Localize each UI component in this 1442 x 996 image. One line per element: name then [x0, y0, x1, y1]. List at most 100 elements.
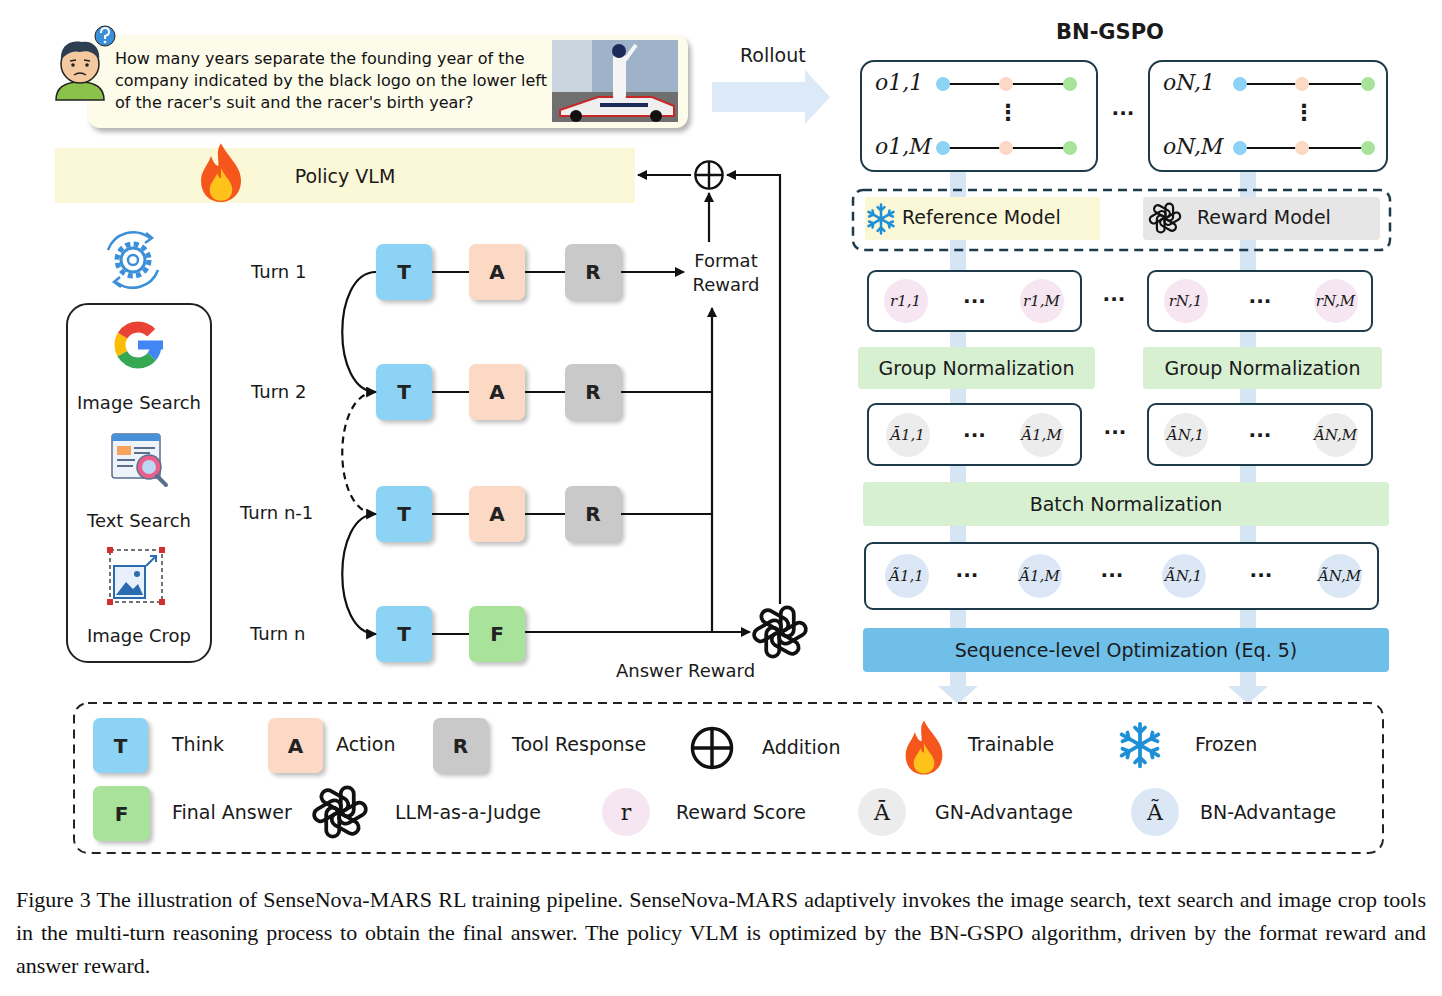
- legend-swatch: Ā: [858, 788, 906, 836]
- node-text: ···: [963, 289, 986, 313]
- advantage-circle: ÃN,1: [1162, 554, 1206, 598]
- optimization-band: Sequence-level Optimization (Eq. 5): [863, 628, 1389, 672]
- node-text: ÃN,M: [1318, 567, 1361, 585]
- node-text: T: [397, 260, 411, 284]
- step-box: A: [469, 486, 525, 542]
- user-avatar: [71, 63, 75, 67]
- label-text: BN-GSPO: [1010, 20, 1210, 44]
- text-search-icon: [112, 434, 160, 478]
- node-text: F: [490, 622, 504, 646]
- image-crop-icon: [107, 599, 113, 605]
- tool-loop-icon: [116, 270, 158, 288]
- legend-swatch: r: [602, 788, 650, 836]
- legend-swatch: A: [268, 718, 323, 773]
- node-text: How many years separate the founding yea…: [115, 48, 560, 114]
- image-crop-icon: [107, 547, 113, 553]
- node-text: Image Search: [68, 392, 210, 413]
- connector: [525, 391, 565, 393]
- legend-text: Action: [336, 733, 396, 755]
- text-search-icon: [112, 434, 166, 485]
- user-avatar: [61, 42, 99, 60]
- advantage-group: ···ĀN,1ĀN,M: [1147, 403, 1373, 466]
- legend-outline: [74, 703, 1383, 853]
- legend-text: Final Answer: [172, 801, 292, 823]
- connector: [525, 513, 565, 515]
- model-band: Policy VLM: [55, 148, 635, 203]
- score-circle: rN,1: [1164, 279, 1208, 323]
- trajectory-chain: [936, 141, 950, 155]
- trajectory-chain: [1233, 141, 1247, 155]
- rollout-arrow: [712, 70, 830, 124]
- trajectory-chain: [999, 141, 1013, 155]
- trajectory-chain: [1063, 77, 1077, 91]
- trajectory-chain: [943, 84, 1368, 148]
- label-text: ···: [1094, 287, 1134, 311]
- image-crop-icon: [114, 566, 145, 598]
- legend-text: BN-Advantage: [1200, 801, 1336, 823]
- advantage-circle: Ã1,1: [885, 554, 929, 598]
- legend-text: LLM-as-a-Judge: [395, 801, 541, 823]
- tool-loop-icon: [108, 232, 150, 250]
- trajectory-chain: [936, 77, 950, 91]
- node-text: Image Crop: [68, 625, 210, 646]
- step-box: T: [376, 606, 432, 662]
- image-crop-icon: [159, 547, 165, 553]
- label-text: ···: [1103, 101, 1143, 125]
- model-box: Reference Model: [865, 197, 1100, 240]
- text-search-icon: [112, 434, 160, 441]
- advantage-circle: Ã1,M: [1018, 554, 1062, 598]
- reward-wire: [621, 513, 712, 515]
- norm-band: Batch Normalization: [863, 482, 1389, 526]
- node-text: ···: [1249, 423, 1272, 447]
- tool-loop-icon: [121, 248, 145, 272]
- node-text: Ā1,1: [890, 426, 925, 444]
- reward-wire: [711, 308, 713, 632]
- node-text: ···: [963, 423, 986, 447]
- legend-text: Reward Score: [676, 801, 806, 823]
- node-text: Reference Model: [902, 206, 1061, 228]
- race-photo: [613, 55, 626, 99]
- user-avatar: [95, 26, 115, 46]
- connector: [525, 271, 565, 273]
- advantage-group: ··· Ā1,1 Ā1,M: [867, 403, 1082, 466]
- image-crop-icon: [107, 547, 165, 605]
- rollout-group: oN,1oN,M: [1148, 60, 1388, 172]
- connector: [342, 392, 376, 514]
- judge-logo: [1148, 204, 1181, 233]
- node-text: Ā1,M: [1021, 426, 1062, 444]
- advantage-circle: ĀN,M: [1314, 413, 1358, 457]
- legend-swatch: Ã: [1131, 788, 1179, 836]
- label-text: Turn n: [250, 623, 305, 644]
- node-text: rN,1: [1169, 292, 1203, 310]
- step-box: T: [376, 486, 432, 542]
- label-text: ⋮: [1293, 100, 1315, 125]
- race-photo: [625, 45, 636, 60]
- user-avatar: [85, 63, 89, 67]
- trajectory-chain: [999, 77, 1013, 91]
- step-box: R: [565, 364, 621, 420]
- node-text: T: [397, 380, 411, 404]
- trajectory-chain: [1295, 77, 1309, 91]
- node-text: r1,1: [890, 292, 921, 310]
- label-text: r: [621, 800, 632, 825]
- node-text: ···: [1241, 563, 1281, 587]
- text-search-icon: [117, 446, 131, 455]
- step-box: F: [469, 606, 525, 662]
- image-search-icon: [120, 327, 163, 363]
- legend-trainable-icon: [906, 721, 943, 775]
- user-avatar: [104, 41, 107, 44]
- legend-text: GN-Advantage: [935, 801, 1073, 823]
- node-text: ÃN,1: [1165, 567, 1202, 585]
- node-text: T: [397, 622, 411, 646]
- image-crop-icon: [159, 599, 165, 605]
- race-photo: [612, 44, 626, 58]
- label-text: F: [115, 802, 129, 826]
- step-box: R: [565, 486, 621, 542]
- image-search-icon: [138, 341, 163, 350]
- addition-symbol: [695, 161, 722, 188]
- reward-wire: [727, 175, 780, 604]
- user-avatar: [56, 82, 104, 100]
- score-group: ···rN,1rN,M: [1147, 270, 1373, 332]
